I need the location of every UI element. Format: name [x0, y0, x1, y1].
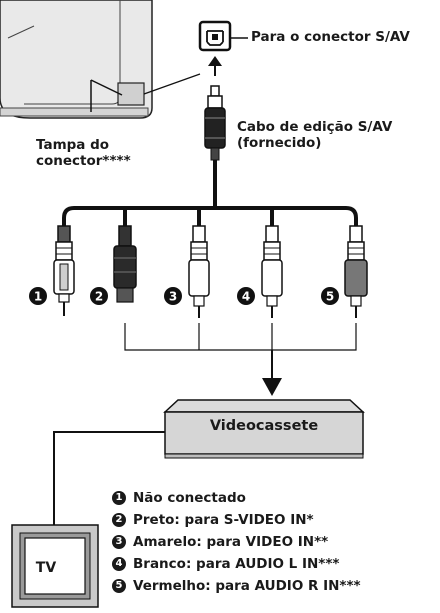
cable-splitter — [62, 160, 358, 226]
insert-arrow — [208, 56, 222, 76]
down-arrow — [262, 378, 282, 396]
plug-badge-2 — [90, 287, 108, 305]
plug-badge-3 — [164, 287, 182, 305]
cover-label-line1: Tampa do — [36, 137, 110, 153]
plug-badge-2-label: 2 — [95, 290, 103, 304]
vcr-bracket — [124, 323, 357, 380]
legend-item: 2 Preto: para S-VIDEO IN* — [112, 509, 361, 531]
legend-text: Branco: para AUDIO L IN*** — [133, 556, 340, 572]
plug-badge-4-label: 4 — [242, 290, 250, 304]
legend-text: Amarelo: para VIDEO IN** — [133, 534, 329, 550]
legend-number: 4 — [112, 557, 126, 571]
connector-label: Para o conector S/AV — [251, 29, 410, 45]
legend-number: 2 — [112, 513, 126, 527]
plug-number-badges: 1 2 3 4 5 — [29, 287, 339, 305]
tv-label: TV — [35, 560, 57, 576]
connector-cover — [117, 82, 145, 106]
plug-badge-1-label: 1 — [34, 290, 42, 304]
cover-label-line2: conector**** — [36, 153, 131, 169]
connector-label-text: Para o conector S/AV — [251, 29, 410, 45]
legend-text: Não conectado — [133, 490, 246, 506]
cable-label: Cabo de edição S/AV (fornecido) — [237, 119, 392, 151]
legend-number: 5 — [112, 579, 126, 593]
cable-plug — [204, 85, 226, 161]
vcr-label: Videocassete — [209, 418, 319, 434]
legend-item: 4 Branco: para AUDIO L IN*** — [112, 553, 361, 575]
plug-badge-5 — [321, 287, 339, 305]
cover-label: Tampa do conector**** — [36, 137, 131, 169]
sav-connector-port — [143, 20, 248, 95]
plug-3 — [188, 225, 210, 318]
legend-number: 1 — [112, 491, 126, 505]
plug-4 — [261, 225, 283, 318]
plug-5 — [344, 225, 368, 318]
legend-number: 3 — [112, 535, 126, 549]
vcr-tv-cable — [53, 431, 165, 525]
cable-label-line2: (fornecido) — [237, 135, 322, 151]
plug-2 — [113, 225, 137, 303]
legend-text: Vermelho: para AUDIO R IN*** — [133, 578, 361, 594]
legend-text: Preto: para S-VIDEO IN* — [133, 512, 314, 528]
plug-badge-1 — [29, 287, 47, 305]
legend-item: 5 Vermelho: para AUDIO R IN*** — [112, 575, 361, 597]
tv — [11, 524, 99, 608]
camcorder-body — [0, 0, 153, 119]
vcr — [163, 399, 365, 459]
plug-badge-3-label: 3 — [169, 290, 177, 304]
plug-badge-5-label: 5 — [326, 290, 334, 304]
plug-badge-4 — [237, 287, 255, 305]
cable-label-line1: Cabo de edição S/AV — [237, 119, 393, 135]
legend-item: 3 Amarelo: para VIDEO IN** — [112, 531, 361, 553]
plug-1 — [53, 225, 75, 316]
legend-item: 1 Não conectado — [112, 487, 361, 509]
